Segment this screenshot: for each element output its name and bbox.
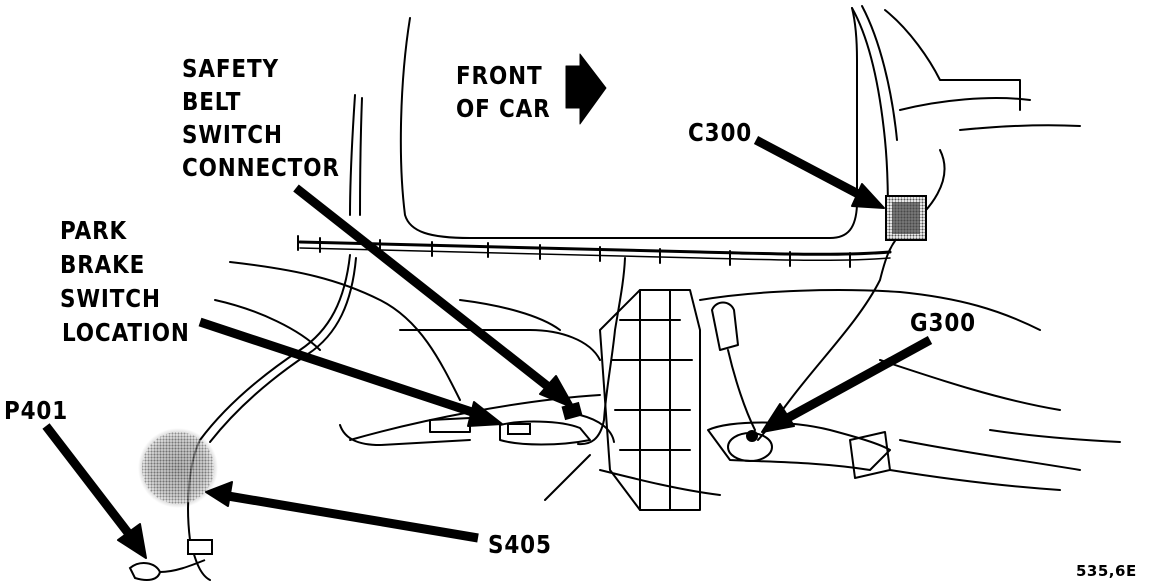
safety-belt-label-line-4: CONNECTOR <box>182 153 340 182</box>
safety-belt-label-line-2: BELT <box>182 87 242 116</box>
branch-harness-left <box>187 254 351 581</box>
safety-belt-switch-connector <box>561 401 583 421</box>
branch-harness-center <box>577 257 626 446</box>
front-direction-arrow <box>565 53 607 125</box>
g300-ground-point <box>746 430 758 442</box>
front-label-line-2: OF CAR <box>456 94 551 123</box>
park-brake-pointer <box>198 317 480 419</box>
main-harness <box>298 240 892 256</box>
c300-pointer <box>753 136 865 200</box>
center-tunnel <box>599 289 701 511</box>
p401-label: P401 <box>4 396 69 425</box>
park-brake-label-line-1: PARK <box>60 216 128 245</box>
park-brake-assembly <box>707 421 891 471</box>
g300-pointer <box>781 336 933 424</box>
safety-belt-label-line-3: SWITCH <box>182 120 283 149</box>
rear-pillar-left <box>349 94 356 216</box>
c300-label: C300 <box>688 118 753 147</box>
park-brake-label-line-2: BRAKE <box>60 250 146 279</box>
door-opening-outline <box>399 7 858 239</box>
safety-belt-label-line-1: SAFETY <box>182 54 279 83</box>
park-brake-switch <box>507 423 531 435</box>
c300-connector <box>885 195 927 241</box>
p401-connector <box>128 539 213 581</box>
branch-harness-c300 <box>757 149 946 441</box>
switch-bracket <box>499 420 591 446</box>
park-brake-label-line-3: SWITCH <box>60 284 161 313</box>
s405-pointer <box>227 491 479 543</box>
p401-pointer <box>42 423 136 541</box>
g300-label: G300 <box>910 308 976 337</box>
front-label-line-1: FRONT <box>456 61 543 90</box>
floor-contour <box>229 261 461 401</box>
figure-number: 535,6E <box>1076 562 1137 580</box>
s405-label: S405 <box>488 530 552 559</box>
park-brake-label-line-4: LOCATION <box>62 318 190 347</box>
belt-buckle-stalk <box>711 301 739 351</box>
safety-belt-pointer <box>293 184 563 400</box>
